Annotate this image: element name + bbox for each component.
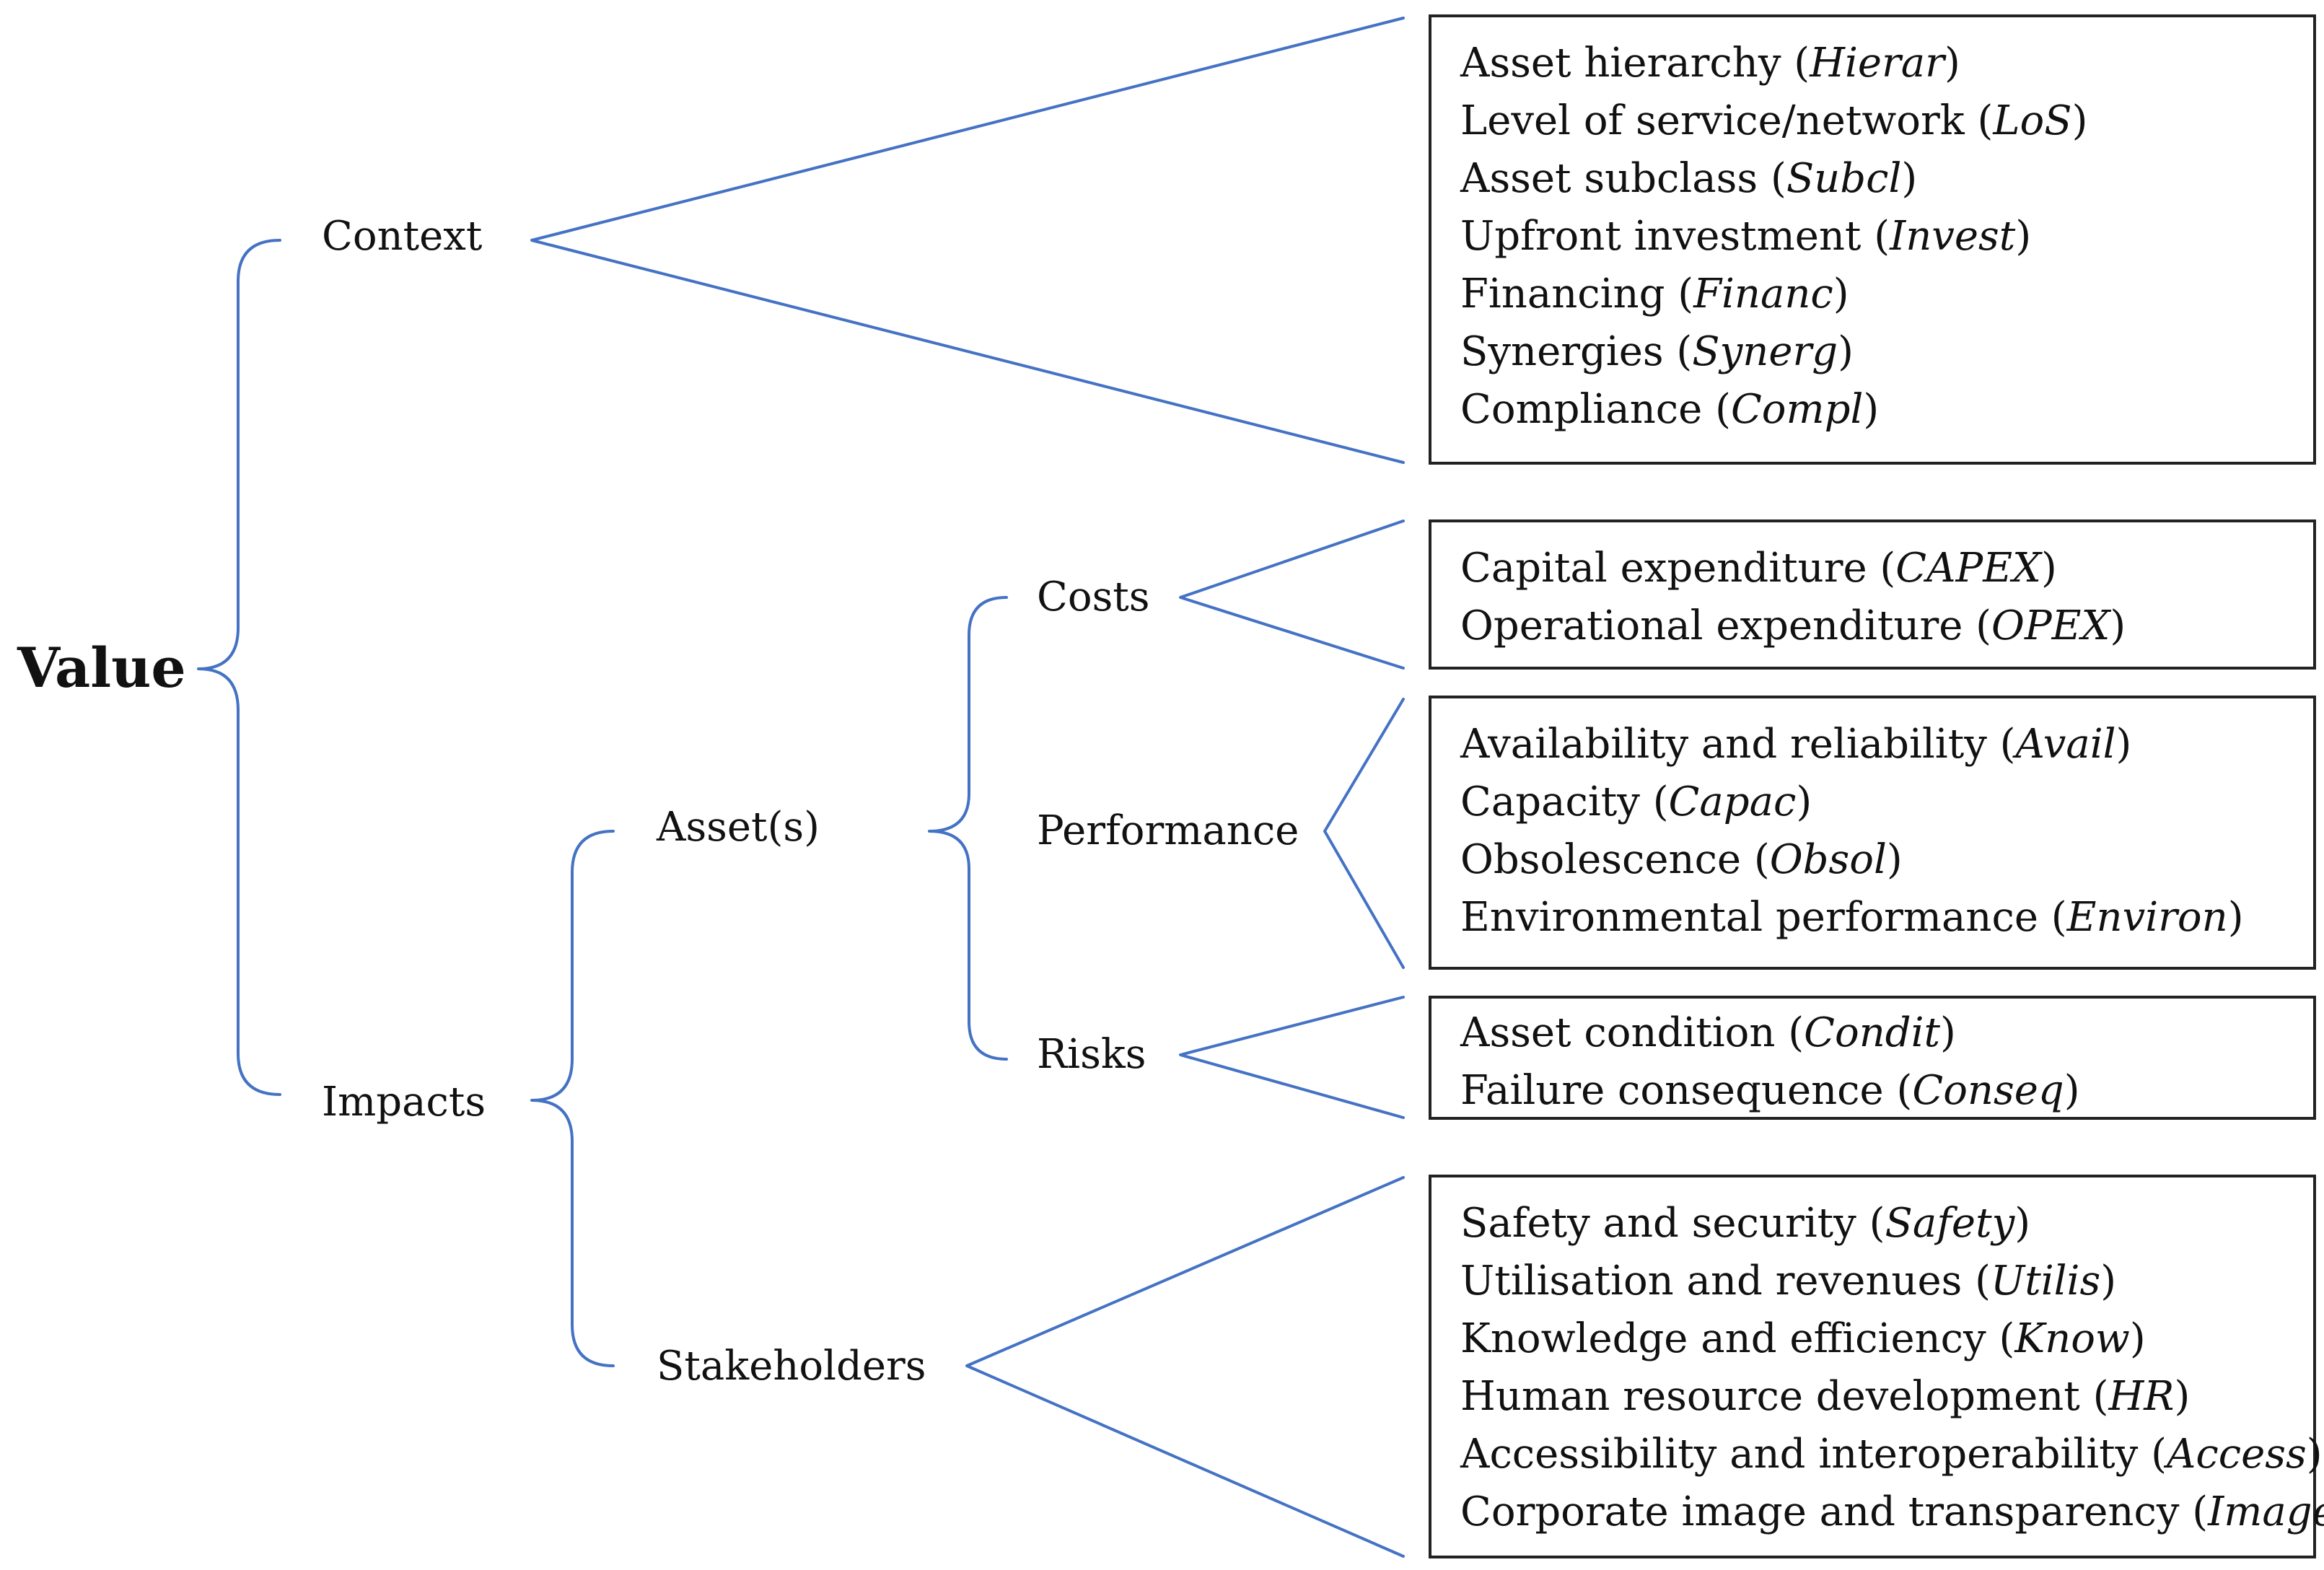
item-abbreviation: Condit [1804, 1009, 1941, 1056]
item-abbreviation: Subcl [1786, 155, 1902, 202]
item-text: Upfront investment [1460, 213, 1862, 260]
brace-impacts [530, 830, 615, 1367]
list-item: Asset hierarchy (Hierar) [1460, 40, 1960, 87]
item-text: Operational expenditure [1460, 602, 1963, 649]
item-text: Accessibility and interoperability [1460, 1431, 2139, 1478]
list-item: Failure consequence (Conseq) [1460, 1067, 2080, 1114]
item-text: Failure consequence [1460, 1067, 1884, 1114]
item-abbreviation: Obsol [1769, 836, 1887, 883]
list-item: Utilisation and revenues (Utilis) [1460, 1258, 2117, 1304]
item-text: Compliance [1460, 386, 1703, 433]
list-item: Environmental performance (Environ) [1460, 894, 2244, 941]
item-text: Asset hierarchy [1460, 40, 1781, 87]
list-item: Availability and reliability (Avail) [1460, 721, 2132, 768]
item-abbreviation: Capac [1668, 779, 1797, 825]
risks-box: Asset condition (Condit) Failure conseque… [1429, 996, 2316, 1120]
list-item: Obsolescence (Obsol) [1460, 836, 1903, 883]
item-abbreviation: Utilis [1991, 1258, 2101, 1304]
item-text: Level of service/network [1460, 97, 1965, 144]
list-item: Corporate image and transparency (Image) [1460, 1483, 2324, 1541]
impacts-label: Impacts [322, 1079, 486, 1126]
list-item: Human resource development (HR) [1460, 1373, 2191, 1420]
costs-items: Capital expenditure (CAPEX) Operational e… [1460, 540, 2126, 655]
fan-costs [1179, 519, 1405, 670]
item-abbreviation: CAPEX [1895, 545, 2041, 592]
item-abbreviation: Conseq [1912, 1067, 2064, 1114]
list-item: Safety and security (Safety) [1460, 1200, 2031, 1247]
assets-label: Asset(s) [657, 804, 820, 851]
fan-context [530, 17, 1405, 464]
brace-root [197, 239, 281, 1096]
list-item: Knowledge and efficiency (Know) [1460, 1315, 2146, 1362]
fan-stakeholders [965, 1176, 1405, 1558]
item-text: Financing [1460, 271, 1665, 317]
risks-items: Asset condition (Condit) Failure conseque… [1460, 1004, 2080, 1120]
stakeholders-box: Safety and security (Safety) Utilisation … [1429, 1175, 2324, 1558]
fan-risks [1179, 996, 1405, 1119]
item-text: Knowledge and efficiency [1460, 1315, 1986, 1362]
item-abbreviation: Financ [1693, 271, 1833, 317]
fan-performance [1323, 698, 1405, 969]
item-abbreviation: HR [2108, 1373, 2175, 1420]
item-text: Corporate image and transparency [1460, 1488, 2180, 1535]
item-text: Asset condition [1460, 1009, 1776, 1056]
stakeholders-items: Safety and security (Safety) Utilisation … [1460, 1195, 2324, 1541]
list-item: Compliance (Compl) [1460, 386, 1880, 433]
item-abbreviation: Image [2208, 1488, 2324, 1535]
item-text: Capital expenditure [1460, 545, 1867, 592]
list-item: Synergies (Synerg) [1460, 328, 1854, 375]
list-item: Asset subclass (Subcl) [1460, 155, 1918, 202]
item-text: Obsolescence [1460, 836, 1742, 883]
root-label: Value [17, 636, 186, 700]
item-abbreviation: Environ [2066, 894, 2228, 941]
list-item: Financing (Financ) [1460, 271, 1849, 317]
list-item: Asset condition (Condit) [1460, 1009, 1956, 1056]
item-abbreviation: Hierar [1810, 40, 1944, 87]
item-text: Availability and reliability [1460, 721, 1987, 768]
item-text: Utilisation and revenues [1460, 1258, 1963, 1304]
item-text: Synergies [1460, 328, 1664, 375]
item-abbreviation: Compl [1730, 386, 1864, 433]
list-item: Accessibility and interoperability (Acce… [1460, 1431, 2323, 1478]
item-text: Human resource development [1460, 1373, 2080, 1420]
context-label: Context [322, 213, 483, 260]
item-abbreviation: Synerg [1692, 328, 1838, 375]
context-items: Asset hierarchy (Hierar) Level of service… [1460, 35, 2087, 439]
item-abbreviation: Avail [2015, 721, 2116, 768]
item-abbreviation: Safety [1885, 1200, 2015, 1247]
item-abbreviation: Know [2014, 1315, 2130, 1362]
item-abbreviation: Invest [1890, 213, 2016, 260]
risks-label: Risks [1037, 1031, 1146, 1078]
item-text: Asset subclass [1460, 155, 1758, 202]
item-abbreviation: OPEX [1991, 602, 2110, 649]
performance-box: Availability and reliability (Avail) Capa… [1429, 696, 2316, 970]
item-abbreviation: LoS [1993, 97, 2072, 144]
item-abbreviation: Access [2166, 1431, 2307, 1478]
costs-box: Capital expenditure (CAPEX) Operational e… [1429, 519, 2316, 670]
context-box: Asset hierarchy (Hierar) Level of service… [1429, 14, 2316, 465]
costs-label: Costs [1037, 574, 1150, 620]
item-text: Capacity [1460, 779, 1640, 825]
stakeholders-label: Stakeholders [657, 1343, 926, 1390]
list-item: Level of service/network (LoS) [1460, 97, 2088, 144]
list-item: Capital expenditure (CAPEX) [1460, 545, 2057, 592]
performance-items: Availability and reliability (Avail) Capa… [1460, 716, 2244, 947]
brace-assets [928, 596, 1008, 1061]
item-text: Environmental performance [1460, 894, 2038, 941]
list-item: Upfront investment (Invest) [1460, 213, 2032, 260]
performance-label: Performance [1037, 807, 1299, 854]
item-text: Safety and security [1460, 1200, 1856, 1247]
list-item: Capacity (Capac) [1460, 779, 1812, 825]
list-item: Operational expenditure (OPEX) [1460, 602, 2126, 649]
